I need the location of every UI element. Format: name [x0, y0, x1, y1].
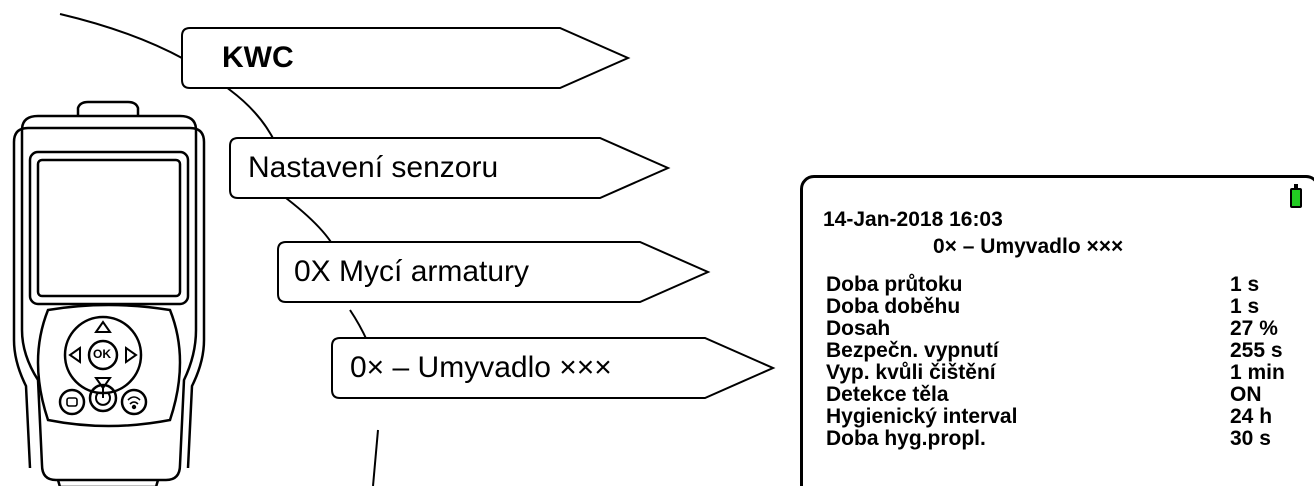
- setting-row: Hygienický interval 24 h: [826, 406, 1314, 428]
- setting-label: Doba doběhu: [826, 295, 961, 318]
- power-icon: [95, 388, 111, 406]
- arrow-up-icon: [94, 320, 112, 333]
- setting-row: Doba doběhu 1 s: [826, 296, 1314, 318]
- setting-label: Detekce těla: [826, 383, 949, 406]
- setting-value: 255 s: [1230, 339, 1283, 362]
- screen-datetime: 14-Jan-2018 16:03: [823, 208, 1003, 231]
- setting-row: Doba hyg.propl. 30 s: [826, 428, 1314, 450]
- setting-row: Doba průtoku 1 s: [826, 274, 1314, 296]
- tag-kwc-shape: [181, 27, 631, 89]
- setting-value: 30 s: [1230, 427, 1271, 450]
- sensor-settings-tag-label: Nastavení senzoru: [248, 151, 499, 184]
- device-screen-panel: 14-Jan-2018 16:03 0× – Umyvadlo ××× Doba…: [800, 175, 1314, 486]
- battery-icon: [1290, 188, 1302, 208]
- setting-label: Vyp. kvůli čištění: [826, 361, 996, 384]
- battery-tip: [1294, 184, 1298, 189]
- tag-washbasin-shape: [331, 337, 776, 399]
- tag-sensor-shape: [229, 137, 671, 199]
- ok-button-label: OK: [93, 347, 111, 361]
- setting-value: 1 s: [1230, 295, 1260, 318]
- setting-label: Doba průtoku: [826, 273, 963, 296]
- setting-label: Dosah: [826, 317, 891, 340]
- softkey-left-icon: [66, 397, 78, 407]
- handheld-device: [12, 100, 206, 486]
- washbasin-tag-label: 0× – Umyvadlo ×××: [350, 351, 612, 384]
- setting-value: ON: [1230, 383, 1262, 406]
- setting-value: 27 %: [1230, 317, 1278, 340]
- setting-value: 1 s: [1230, 273, 1260, 296]
- brand-tag-label: KWC: [222, 41, 294, 74]
- setting-value: 1 min: [1230, 361, 1285, 384]
- dpad-arrows: [68, 320, 138, 390]
- arrow-right-icon: [125, 346, 138, 364]
- screen-subtitle: 0× – Umyvadlo ×××: [933, 235, 1124, 258]
- setting-row: Vyp. kvůli čištění 1 min: [826, 362, 1314, 384]
- setting-label: Doba hyg.propl.: [826, 427, 986, 450]
- setting-label: Hygienický interval: [826, 405, 1018, 428]
- fittings-tag-label: 0X Mycí armatury: [294, 255, 530, 288]
- tag-fittings-shape: [277, 241, 711, 303]
- setting-label: Bezpečn. vypnutí: [826, 339, 999, 362]
- setting-row: Dosah 27 %: [826, 318, 1314, 340]
- arrow-left-icon: [68, 346, 81, 364]
- arrow-down-icon: [94, 377, 112, 390]
- setting-value: 24 h: [1230, 405, 1273, 428]
- wireless-icon: [127, 396, 141, 410]
- setting-row: Detekce těla ON: [826, 384, 1314, 406]
- setting-row: Bezpečn. vypnutí 255 s: [826, 340, 1314, 362]
